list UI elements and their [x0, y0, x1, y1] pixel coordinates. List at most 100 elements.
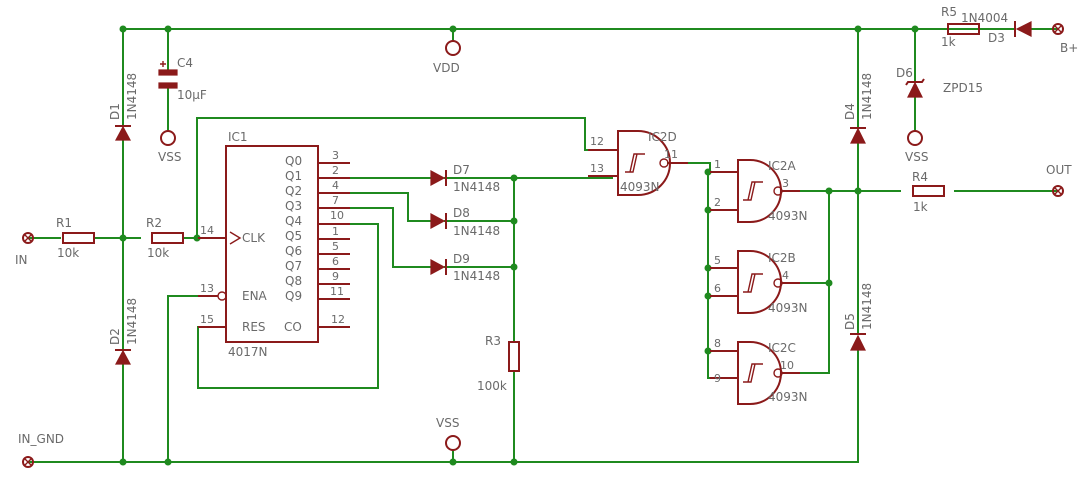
- connector-in-gnd[interactable]: IN_GND: [18, 432, 64, 468]
- capacitor-c4[interactable]: C4 10µF: [158, 56, 207, 102]
- zener-d6-name: D6: [896, 66, 913, 80]
- resistor-r5-value: 1k: [941, 35, 956, 49]
- diode-d7-value: 1N4148: [453, 180, 500, 194]
- ic1-pin-q7: Q7: [285, 259, 302, 273]
- ic2d-name: IC2D: [648, 130, 677, 144]
- ic2b-pin-in2: 6: [714, 282, 721, 295]
- resistor-r2[interactable]: R2 10k: [146, 216, 184, 260]
- capacitor-c4-value: 10µF: [177, 88, 207, 102]
- diode-d4-value: 1N4148: [860, 73, 874, 120]
- resistor-r4-name: R4: [912, 170, 928, 184]
- nand-gate-ic2a[interactable]: 1 2 3 IC2A 4093N: [710, 158, 808, 223]
- diode-d3-value: 1N4004: [961, 11, 1008, 25]
- ic1-pin-q0: Q0: [285, 154, 302, 168]
- diode-d4[interactable]: D4 1N4148: [843, 73, 874, 144]
- ic1-pin-q1: Q1: [285, 169, 302, 183]
- diode-d5[interactable]: D5 1N4148: [843, 283, 874, 351]
- resistor-r3[interactable]: R3 100k: [477, 334, 520, 393]
- supply-vss-bottom: VSS: [436, 416, 461, 451]
- nand-gate-ic2b[interactable]: 5 6 4 IC2B 4093N: [710, 250, 808, 315]
- nand-gate-ic2c[interactable]: 8 9 10 IC2C 4093N: [710, 337, 808, 405]
- ic1-pinnum-co: 12: [331, 313, 345, 326]
- ic1-pinnum-q8: 9: [332, 270, 339, 283]
- ic1-pin-q5: Q5: [285, 229, 302, 243]
- supply-vss-bottom-label: VSS: [436, 416, 459, 430]
- diode-d7[interactable]: D7 1N4148: [430, 163, 500, 194]
- supply-vss-zener-label: VSS: [905, 150, 928, 164]
- ic1-pinnum-ena: 13: [200, 282, 214, 295]
- diode-d1-value: 1N4148: [125, 73, 139, 120]
- connector-out[interactable]: OUT: [1046, 163, 1072, 197]
- diode-d3-name: D3: [988, 31, 1005, 45]
- diode-d2-value: 1N4148: [125, 298, 139, 345]
- capacitor-c4-name: C4: [177, 56, 193, 70]
- ic2a-pin-in2: 2: [714, 196, 721, 209]
- resistor-r1-name: R1: [56, 216, 72, 230]
- ic1-pinnum-clk: 14: [200, 224, 214, 237]
- ic2c-pin-in1: 8: [714, 337, 721, 350]
- ic1-name: IC1: [228, 130, 248, 144]
- ic2b-value: 4093N: [768, 301, 808, 315]
- resistor-r3-name: R3: [485, 334, 501, 348]
- resistor-r4[interactable]: R4 1k: [912, 170, 945, 214]
- ic1-4017n[interactable]: IC1 4017N CLK ENA RES CO Q0 Q1 Q2 Q3 Q4 …: [198, 130, 350, 359]
- ic2c-pin-out: 10: [780, 359, 794, 372]
- ic2d-value: 4093N: [620, 180, 660, 194]
- diode-d9[interactable]: D9 1N4148: [430, 252, 500, 283]
- nand-gate-ic2d[interactable]: 12 13 11 IC2D 4093N: [588, 130, 688, 196]
- diode-d8[interactable]: D8 1N4148: [430, 206, 500, 238]
- junctions: [119, 25, 919, 466]
- ic1-pinnum-q5: 1: [332, 225, 339, 238]
- ic2b-name: IC2B: [768, 251, 796, 265]
- ic1-pin-q8: Q8: [285, 274, 302, 288]
- diode-d9-value: 1N4148: [453, 269, 500, 283]
- ic2c-value: 4093N: [768, 390, 808, 404]
- diode-d1[interactable]: D1 1N4148: [108, 73, 139, 141]
- supply-vss-zener: VSS: [905, 130, 928, 164]
- connector-bplus[interactable]: B+: [1052, 23, 1078, 55]
- ic2c-name: IC2C: [768, 341, 796, 355]
- ic1-pinnum-q2: 4: [332, 179, 339, 192]
- ic1-pin-q9: Q9: [285, 289, 302, 303]
- ic1-pin-q4: Q4: [285, 214, 302, 228]
- supply-vdd: VDD: [433, 40, 461, 75]
- ic1-value: 4017N: [228, 345, 268, 359]
- ic1-pin-q2: Q2: [285, 184, 302, 198]
- ic2a-pin-out: 3: [782, 177, 789, 190]
- resistor-r2-value: 10k: [147, 246, 169, 260]
- ic1-pinnum-q9: 11: [330, 285, 344, 298]
- ic2d-pin-in2: 13: [590, 162, 604, 175]
- ic1-pinnum-q7: 6: [332, 255, 339, 268]
- ic1-pin-clk: CLK: [242, 231, 266, 245]
- diode-d7-name: D7: [453, 163, 470, 177]
- resistor-r5[interactable]: R5 1k: [941, 5, 980, 49]
- resistor-r5-name: R5: [941, 5, 957, 19]
- supply-vdd-label: VDD: [433, 61, 460, 75]
- resistor-r1-value: 10k: [57, 246, 79, 260]
- connector-bplus-label: B+: [1060, 41, 1078, 55]
- supply-vss-c4-label: VSS: [158, 150, 181, 164]
- ic2a-pin-in1: 1: [714, 158, 721, 171]
- diode-d8-value: 1N4148: [453, 224, 500, 238]
- resistor-r3-value: 100k: [477, 379, 507, 393]
- diode-d2-name: D2: [108, 328, 122, 345]
- zener-d6[interactable]: D6 ZPD15: [896, 66, 983, 98]
- ic2c-pin-in2: 9: [714, 372, 721, 385]
- ic2a-value: 4093N: [768, 209, 808, 223]
- ic1-pin-ena: ENA: [242, 289, 268, 303]
- resistor-r1[interactable]: R1 10k: [56, 216, 95, 260]
- ic1-pinnum-q1: 2: [332, 164, 339, 177]
- diode-d9-name: D9: [453, 252, 470, 266]
- ic1-pinnum-q4: 10: [330, 209, 344, 222]
- connector-in-gnd-label: IN_GND: [18, 432, 64, 446]
- diode-d3[interactable]: D3 1N4004: [961, 11, 1032, 45]
- ic1-pinnum-q3: 7: [332, 194, 339, 207]
- ic1-pinnum-q6: 5: [332, 240, 339, 253]
- ic1-pin-q6: Q6: [285, 244, 302, 258]
- diode-d2[interactable]: D2 1N4148: [108, 298, 139, 365]
- diode-d4-name: D4: [843, 103, 857, 120]
- diode-d5-name: D5: [843, 313, 857, 330]
- diode-d5-value: 1N4148: [860, 283, 874, 330]
- ic2d-pin-in1: 12: [590, 135, 604, 148]
- connector-in[interactable]: IN: [15, 232, 34, 267]
